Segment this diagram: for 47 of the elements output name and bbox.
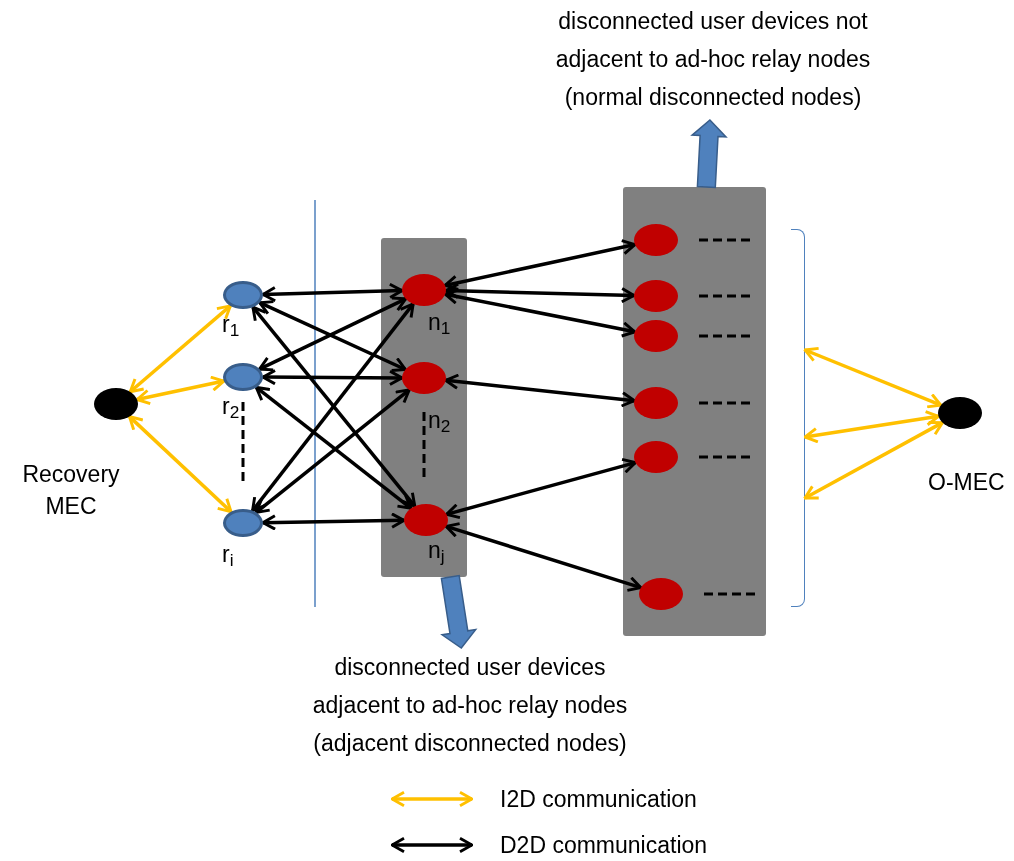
device-node — [402, 274, 446, 306]
block-arrow — [690, 118, 728, 189]
device-node — [634, 280, 678, 312]
node-label: n$_{j}$ — [428, 536, 446, 566]
caption-text: (normal disconnected nodes) — [564, 83, 862, 112]
relay-node — [223, 363, 263, 391]
node-label: Recovery MEC — [21, 460, 121, 521]
arrow — [444, 373, 636, 408]
arrow — [261, 512, 406, 531]
legend-text: D2D communication — [500, 831, 708, 860]
arrow — [443, 239, 637, 291]
relay-node — [223, 509, 263, 537]
device-node — [634, 387, 678, 419]
arrow — [135, 375, 226, 405]
bracket — [791, 229, 805, 607]
arrow — [803, 410, 940, 444]
relay-node — [223, 281, 263, 309]
caption-text: (adjacent disconnected nodes) — [313, 729, 627, 758]
arrow — [128, 304, 232, 394]
device-node — [402, 362, 446, 394]
device-node — [634, 224, 678, 256]
arrow — [444, 522, 643, 592]
device-node — [404, 504, 448, 536]
arrow — [445, 457, 637, 520]
device-node — [634, 441, 678, 473]
node-label: n$_{1}$ — [428, 308, 452, 338]
arrow — [261, 369, 404, 386]
node-label: r$_{i}$ — [222, 540, 235, 570]
mec-node — [94, 388, 138, 420]
arrow — [128, 415, 233, 514]
device-panel — [381, 238, 467, 577]
device-node — [634, 320, 678, 352]
arrow — [261, 282, 404, 303]
block-arrow — [440, 574, 478, 649]
device-node — [639, 578, 683, 610]
caption-text: disconnected user devices not adjacent to ad-hoc relay nodes — [554, 7, 872, 74]
legend-text: I2D communication — [500, 785, 697, 814]
arrow — [803, 346, 943, 409]
node-label: n$_{2}$ — [428, 406, 452, 436]
arrow — [803, 421, 944, 500]
node-label: r$_{1}$ — [222, 310, 241, 340]
mec-node — [938, 397, 982, 429]
node-label: O-MEC — [928, 468, 1006, 497]
device-panel — [623, 187, 766, 636]
arrow — [444, 282, 636, 304]
node-label: r$_{2}$ — [222, 392, 241, 422]
caption-text: disconnected user devices adjacent to ad-hoc relay nodes — [311, 653, 629, 720]
